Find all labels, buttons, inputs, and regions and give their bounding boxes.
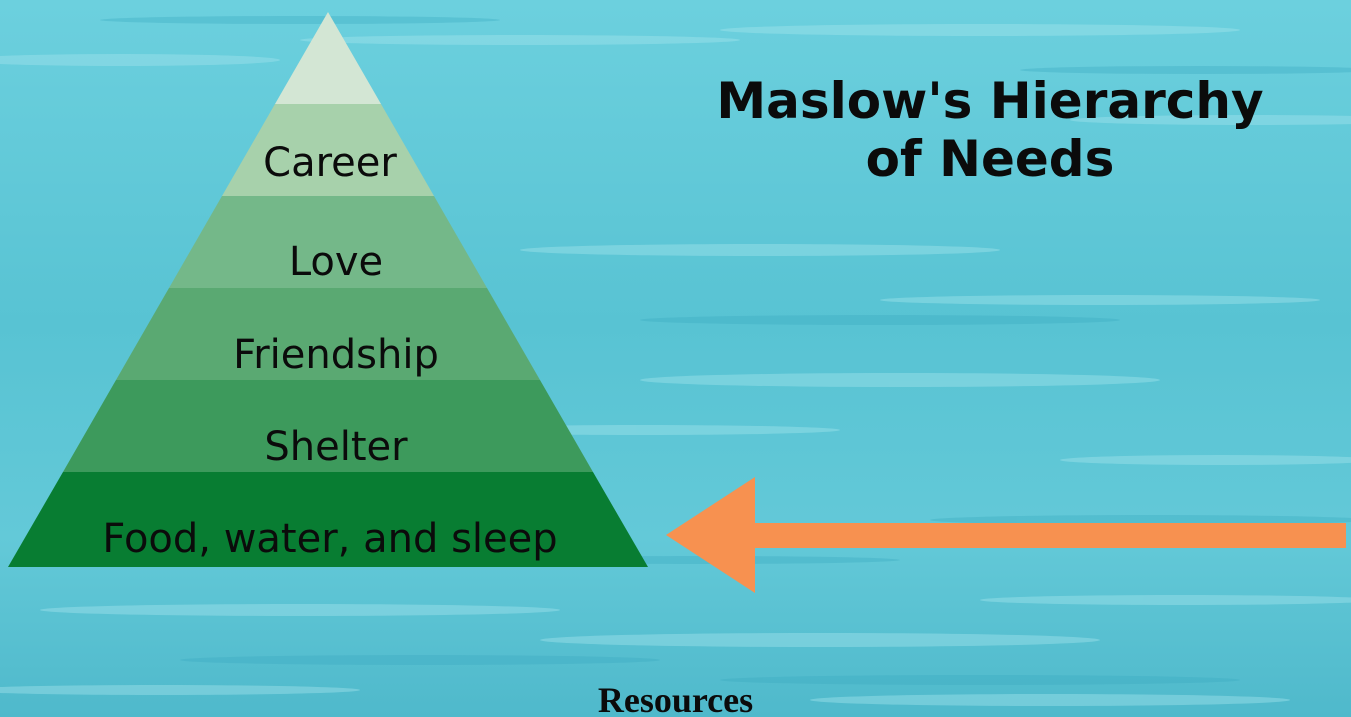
pyramid-tier-career	[222, 104, 434, 196]
tier-label-shelter: Shelter	[264, 424, 408, 470]
pyramid-apex-tier	[275, 12, 381, 104]
pyramid-tier-love	[169, 196, 487, 288]
arrow-shaft	[740, 523, 1346, 548]
pyramid-tier-food-water-sleep	[8, 472, 648, 567]
tier-label-career: Career	[263, 140, 397, 186]
tier-label-friendship: Friendship	[233, 332, 439, 378]
pyramid-tier-friendship	[116, 288, 540, 380]
diagram-title: Maslow's Hierarchy of Needs	[650, 72, 1330, 188]
title-line-1: Maslow's Hierarchy	[716, 72, 1264, 130]
title-line-2: of Needs	[865, 130, 1115, 188]
tier-label-food-water-sleep: Food, water, and sleep	[102, 516, 557, 562]
pyramid-tier-shelter	[63, 380, 593, 472]
resources-label: Resources	[597, 680, 754, 717]
tier-label-love: Love	[289, 239, 383, 285]
arrow-head	[666, 477, 755, 593]
